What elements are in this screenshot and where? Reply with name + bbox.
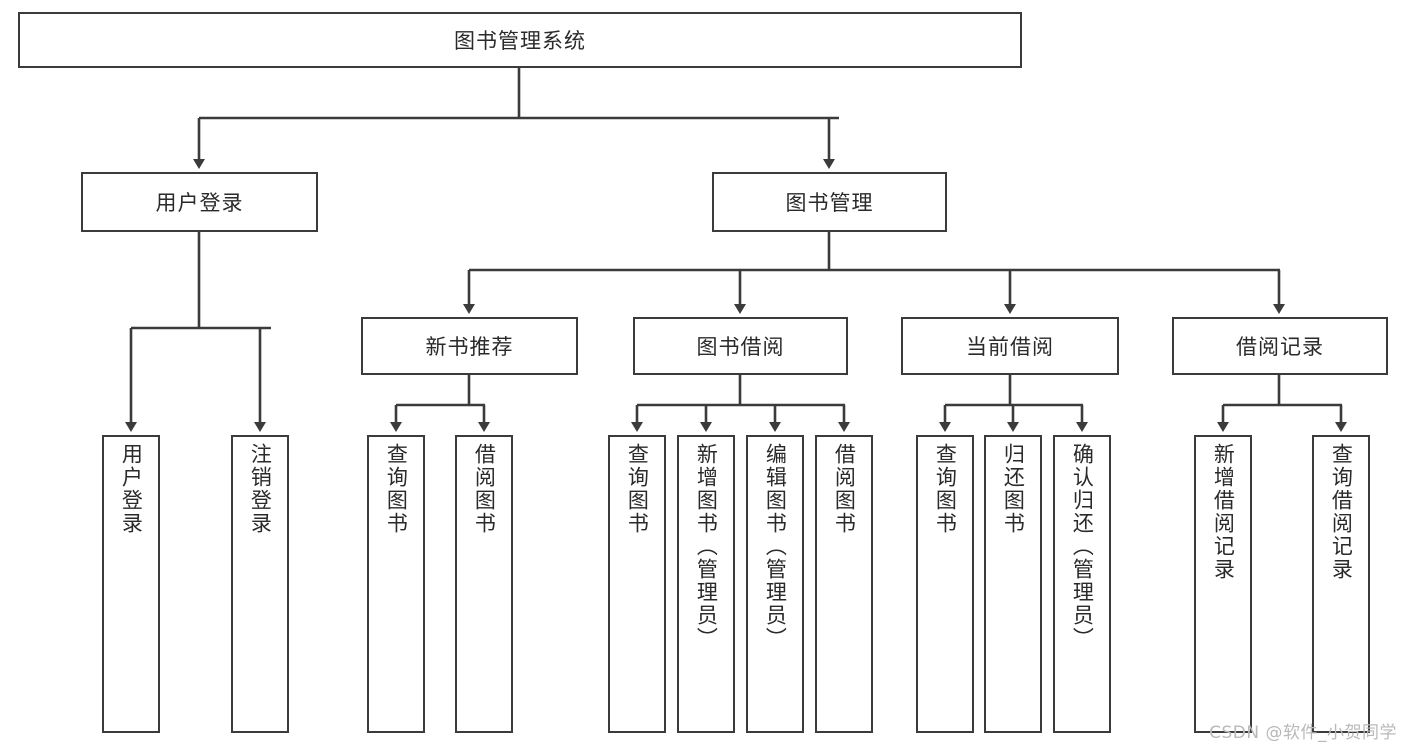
node-label: 图书管理 <box>785 191 874 215</box>
node-label: 查询图书 <box>933 443 958 535</box>
node-user-login[interactable]: 用户登录 <box>81 172 318 232</box>
node-label: 图书借阅 <box>696 335 785 359</box>
leaf-edit-book-admin[interactable]: 编辑图书（管理员） <box>746 435 804 733</box>
node-label: 查询图书 <box>384 443 409 535</box>
leaf-borrow-books[interactable]: 借阅图书 <box>815 435 873 733</box>
node-book-borrowing[interactable]: 图书借阅 <box>633 317 848 375</box>
node-label: 借阅图书 <box>832 443 857 535</box>
node-label: 用户登录 <box>155 191 244 215</box>
node-label: 归还图书 <box>1001 443 1026 535</box>
node-label: 注销登录 <box>248 443 273 535</box>
node-current-borrowing[interactable]: 当前借阅 <box>901 317 1119 375</box>
leaf-add-borrow-record[interactable]: 新增借阅记录 <box>1194 435 1252 733</box>
node-label: 新增图书（管理员） <box>694 443 719 650</box>
leaf-query-books-current[interactable]: 查询图书 <box>916 435 974 733</box>
node-label: 查询借阅记录 <box>1329 443 1354 581</box>
node-new-book-recommendation[interactable]: 新书推荐 <box>361 317 578 375</box>
node-root-book-management-system[interactable]: 图书管理系统 <box>18 12 1022 68</box>
node-label: 新增借阅记录 <box>1211 443 1236 581</box>
leaf-borrow-books-recommendation[interactable]: 借阅图书 <box>455 435 513 733</box>
node-label: 借阅记录 <box>1236 335 1324 359</box>
leaf-return-books[interactable]: 归还图书 <box>984 435 1042 733</box>
leaf-query-books-borrowing[interactable]: 查询图书 <box>608 435 666 733</box>
leaf-user-login[interactable]: 用户登录 <box>102 435 160 733</box>
leaf-query-borrow-record[interactable]: 查询借阅记录 <box>1312 435 1370 733</box>
node-label: 确认归还（管理员） <box>1070 443 1095 650</box>
node-borrow-records[interactable]: 借阅记录 <box>1172 317 1388 375</box>
leaf-logout[interactable]: 注销登录 <box>231 435 289 733</box>
node-label: 图书管理系统 <box>454 29 586 53</box>
node-label: 用户登录 <box>119 443 144 535</box>
node-label: 借阅图书 <box>472 443 497 535</box>
csdn-watermark: CSDN @软件_小贺同学 <box>1209 723 1397 743</box>
leaf-confirm-return-admin[interactable]: 确认归还（管理员） <box>1053 435 1111 733</box>
node-book-management[interactable]: 图书管理 <box>712 172 947 232</box>
leaf-add-book-admin[interactable]: 新增图书（管理员） <box>677 435 735 733</box>
leaf-query-books-recommendation[interactable]: 查询图书 <box>367 435 425 733</box>
node-label: 查询图书 <box>625 443 650 535</box>
node-label: 编辑图书（管理员） <box>763 443 788 650</box>
node-label: 当前借阅 <box>966 335 1054 359</box>
node-label: 新书推荐 <box>425 335 514 359</box>
